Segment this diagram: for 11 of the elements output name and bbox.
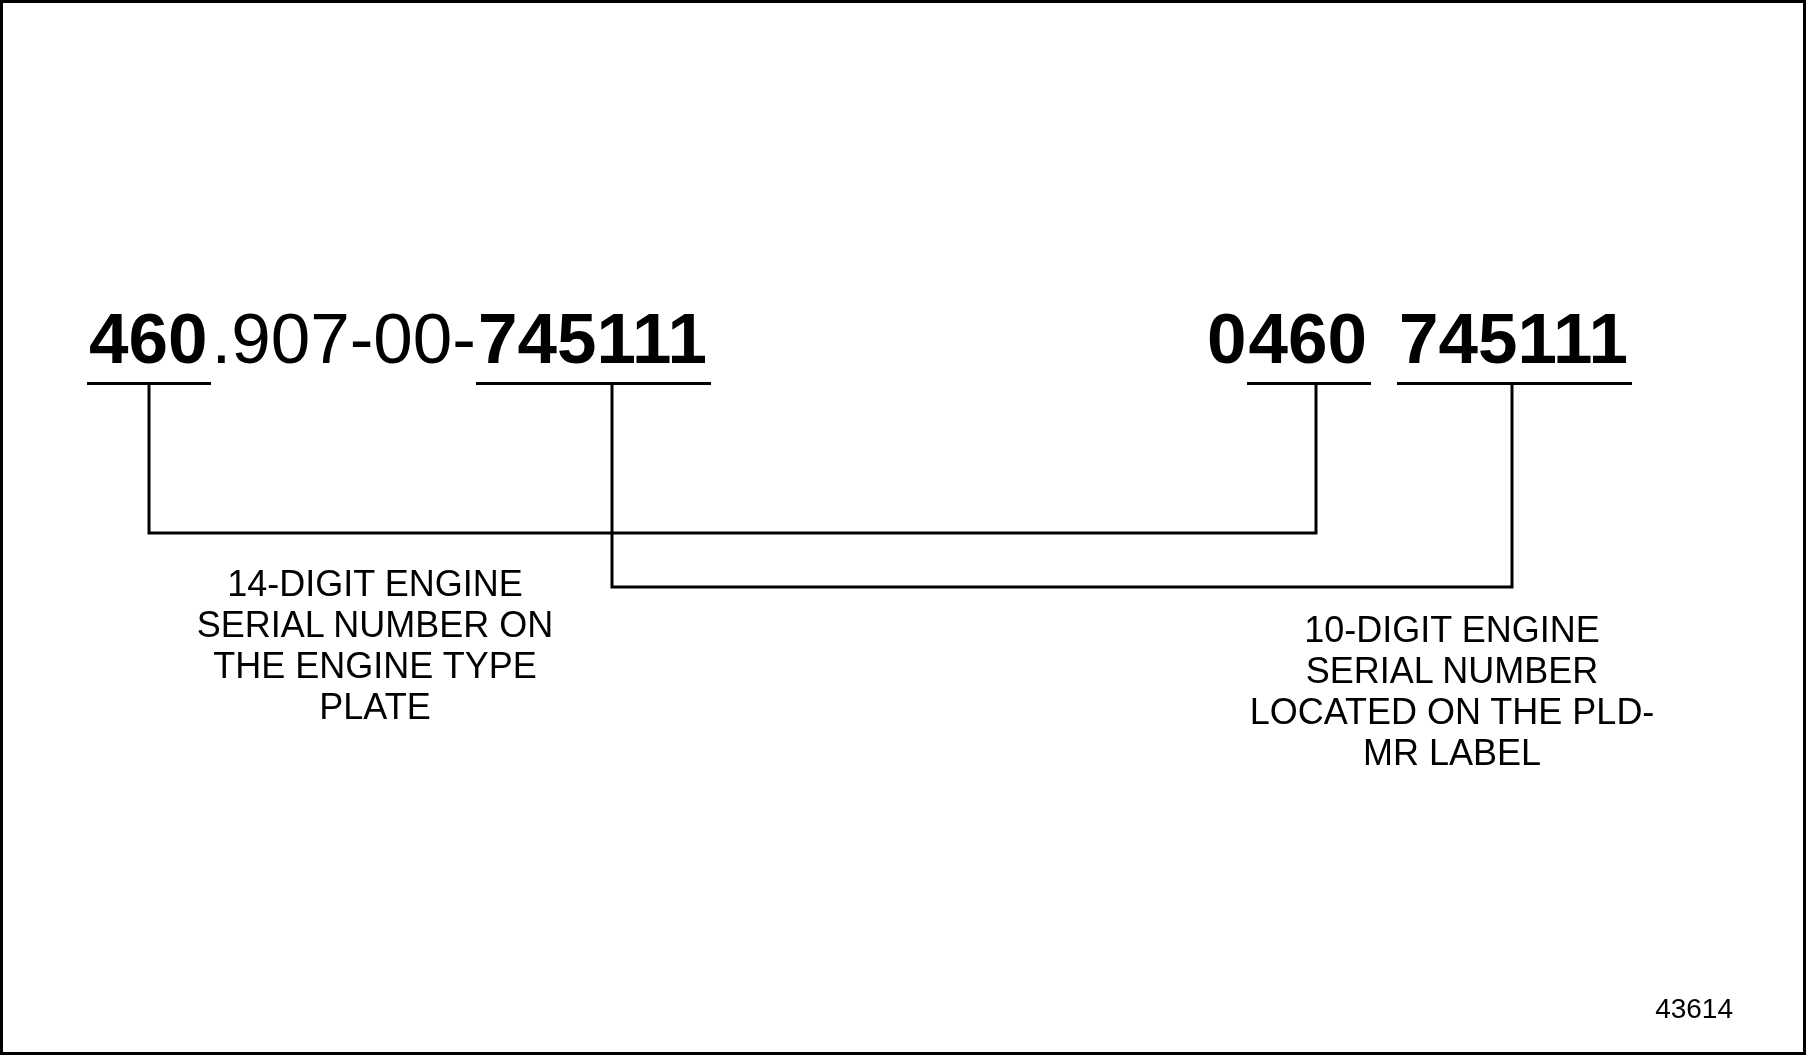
underlined-serial-digits: 745111 [1396, 303, 1633, 385]
connector-line [610, 385, 1514, 589]
serial-number-description: 14-DIGIT ENGINE SERIAL NUMBER ON THE ENGINE TYPE PLATE [195, 563, 555, 727]
serial-number-description: 10-DIGIT ENGINE SERIAL NUMBER LOCATED ON THE PLD-MR LABEL [1248, 609, 1656, 773]
underlined-serial-digits: 460 [1246, 303, 1371, 385]
figure-number: 43614 [1655, 993, 1733, 1025]
underlined-serial-digits: 745111 [475, 303, 711, 385]
serial-number-digits: 0 [1207, 303, 1247, 380]
underlined-serial-digits: 460 [87, 303, 212, 385]
serial-number-digits: .907-00- [211, 303, 476, 380]
connector-line [147, 385, 1318, 535]
